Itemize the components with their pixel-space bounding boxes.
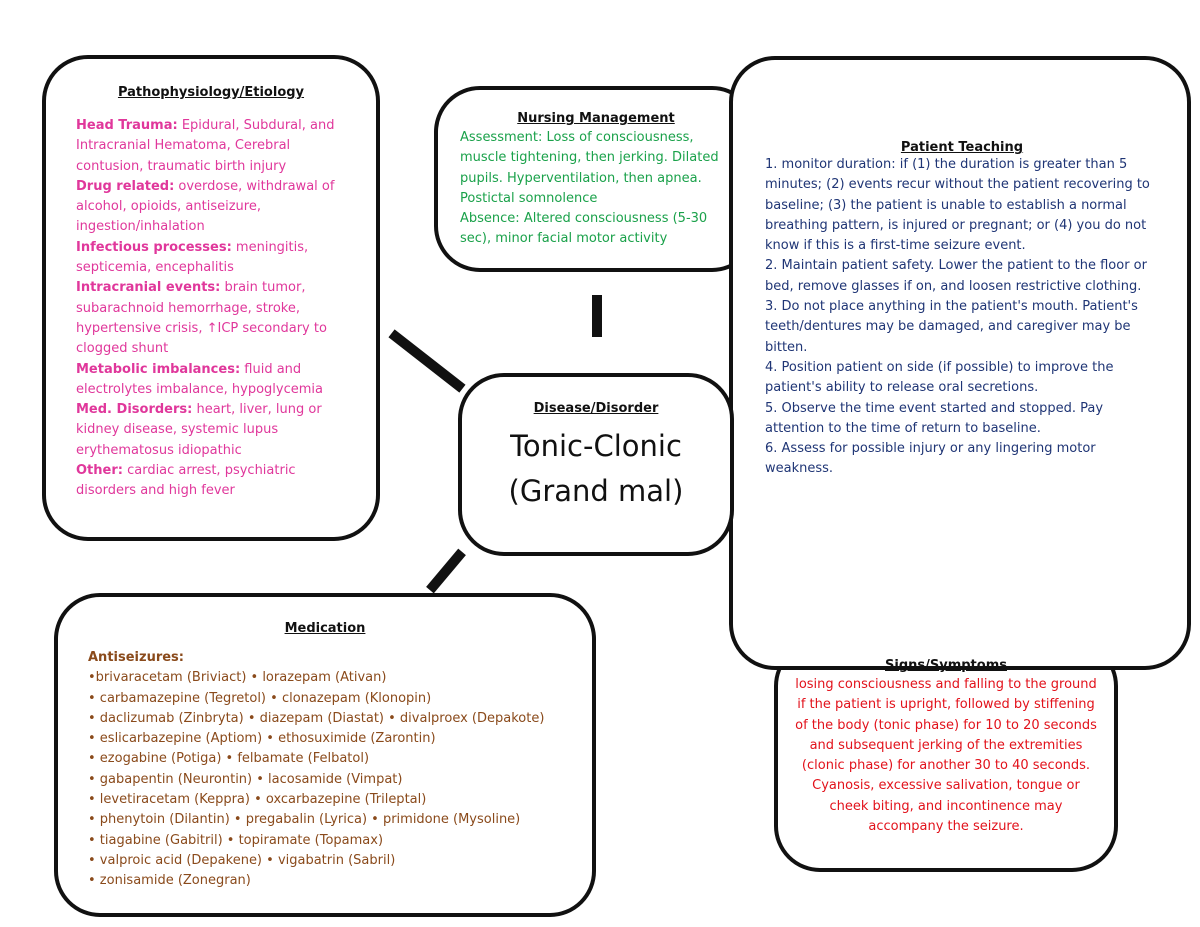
medication-heading: Medication bbox=[284, 621, 366, 636]
medication-line: •brivaracetam (Briviact) • lorazepam (At… bbox=[88, 670, 387, 686]
nursing-heading: Nursing Management bbox=[517, 111, 675, 126]
patho-item-text: cardiac arrest, psychiatric disorders an… bbox=[76, 463, 296, 499]
patho-item: Other: cardiac arrest, psychiatric disor… bbox=[76, 461, 346, 502]
medication-line: • carbamazepine (Tegretol) • clonazepam … bbox=[88, 690, 432, 706]
pathophysiology-list: Head Trauma: Epidural, Subdural, and Int… bbox=[76, 116, 346, 502]
medication-box: Medication Antiseizures: •brivaracetam (… bbox=[54, 593, 596, 917]
patho-item-text: fluid and electrolytes imbalance, hypogl… bbox=[76, 361, 323, 397]
signs-symptoms-content: Signs/Symptoms losing consciousness and … bbox=[778, 658, 1114, 837]
patho-item: Metabolic imbalances: fluid and electrol… bbox=[76, 360, 346, 401]
patho-item-text: brain tumor, subarachnoid hemorrhage, st… bbox=[76, 280, 327, 357]
connector-pathophysiology bbox=[388, 329, 466, 393]
medication-line: • eslicarbazepine (Aptiom) • ethosuximid… bbox=[88, 731, 436, 747]
connector-medication bbox=[426, 548, 466, 594]
medication-line: • tiagabine (Gabitril) • topiramate (Top… bbox=[88, 832, 384, 848]
medication-line: • phenytoin (Dilantin) • pregabalin (Lyr… bbox=[88, 812, 521, 828]
nursing-line: Assessment: Loss of consciousness, muscl… bbox=[460, 130, 719, 206]
nursing-line: Absence: Altered consciousness (5-30 sec… bbox=[460, 211, 708, 247]
patho-item: Head Trauma: Epidural, Subdural, and Int… bbox=[76, 116, 346, 177]
medication-line: • ezogabine (Potiga) • felbamate (Felbat… bbox=[88, 751, 370, 767]
disease-disorder-box: Disease/Disorder Tonic-Clonic (Grand mal… bbox=[458, 373, 734, 556]
medication-line: • levetiracetam (Keppra) • oxcarbazepine… bbox=[88, 792, 427, 808]
teaching-item: 2. Maintain patient safety. Lower the pa… bbox=[765, 258, 1147, 294]
medication-line: • zonisamide (Zonegran) bbox=[88, 873, 251, 889]
teaching-item: 1. monitor duration: if (1) the duration… bbox=[765, 157, 1150, 254]
teaching-item: 4. Position patient on side (if possible… bbox=[765, 359, 1114, 396]
teaching-heading: Patient Teaching bbox=[900, 140, 1024, 155]
disease-title-line1: Tonic-Clonic bbox=[510, 429, 682, 463]
patho-item-text: Epidural, Subdural, and Intracranial Hem… bbox=[76, 118, 335, 174]
patho-item: Med. Disorders: heart, liver, lung or ki… bbox=[76, 400, 346, 461]
signs-text: losing consciousness and falling to the … bbox=[795, 677, 1097, 835]
center-heading: Disease/Disorder bbox=[533, 401, 659, 416]
patho-item-text: overdose, withdrawal of alcohol, opioids… bbox=[76, 178, 335, 235]
patho-item-label: Other: bbox=[76, 463, 123, 479]
disease-title-line2: (Grand mal) bbox=[508, 474, 684, 508]
patho-item-label: Metabolic imbalances: bbox=[76, 361, 241, 377]
teaching-item: 6. Assess for possible injury or any lin… bbox=[765, 441, 1096, 477]
patho-item: Intracranial events: brain tumor, subara… bbox=[76, 278, 346, 359]
medication-line: • gabapentin (Neurontin) • lacosamide (V… bbox=[88, 771, 403, 787]
medication-subheading: Antiseizures: bbox=[88, 650, 184, 665]
patho-item-label: Drug related: bbox=[76, 178, 175, 194]
patient-teaching-box: Patient Teaching 1. monitor duration: if… bbox=[729, 56, 1191, 670]
teaching-item: 5. Observe the time event started and st… bbox=[765, 400, 1104, 436]
pathophysiology-box: Pathophysiology/Etiology Head Trauma: Ep… bbox=[42, 55, 380, 541]
patho-item: Drug related: overdose, withdrawal of al… bbox=[76, 177, 346, 238]
medication-line: • daclizumab (Zinbryta) • diazepam (Dias… bbox=[88, 710, 545, 726]
patho-item-text: meningitis, septicemia, encephalitis bbox=[76, 239, 309, 276]
teaching-list: 1. monitor duration: if (1) the duration… bbox=[765, 155, 1159, 480]
connector-nursing bbox=[592, 295, 602, 337]
patho-item-label: Intracranial events: bbox=[76, 280, 221, 296]
patho-item-label: Infectious processes: bbox=[76, 239, 232, 255]
medication-line: • valproic acid (Depakene) • vigabatrin … bbox=[88, 852, 396, 868]
nursing-text: Assessment: Loss of consciousness, muscl… bbox=[460, 128, 732, 250]
patho-item-label: Med. Disorders: bbox=[76, 402, 193, 418]
patho-item-label: Head Trauma: bbox=[76, 118, 178, 133]
nursing-management-box: Nursing Management Assessment: Loss of c… bbox=[434, 86, 758, 272]
pathophysiology-heading: Pathophysiology/Etiology bbox=[117, 85, 305, 100]
patho-item-text: heart, liver, lung or kidney disease, sy… bbox=[76, 402, 322, 458]
teaching-item: 3. Do not place anything in the patient'… bbox=[765, 299, 1138, 355]
medication-list: Antiseizures: •brivaracetam (Briviact) •… bbox=[88, 648, 562, 892]
patho-item: Infectious processes: meningitis, septic… bbox=[76, 238, 346, 279]
signs-heading: Signs/Symptoms bbox=[885, 658, 1007, 673]
